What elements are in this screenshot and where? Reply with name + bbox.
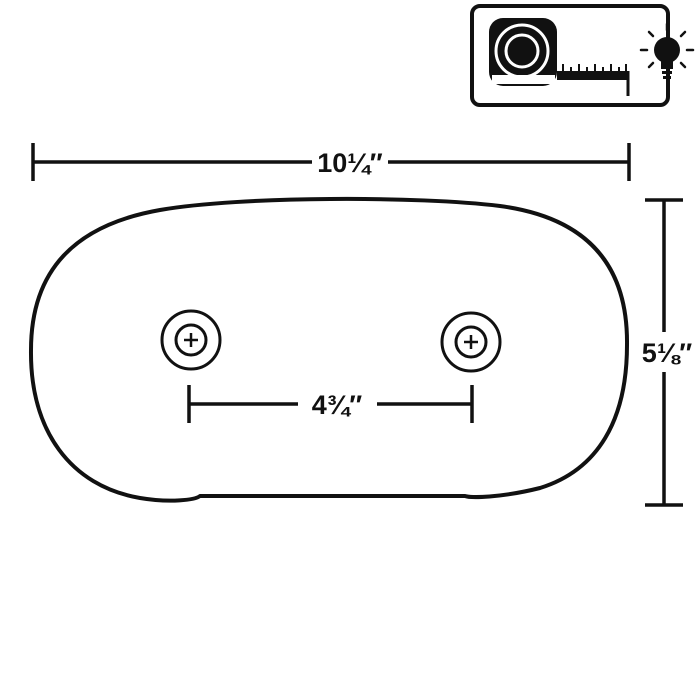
measurement-badge — [470, 4, 695, 107]
width-dimension — [31, 143, 631, 181]
width-label: 10¼″ — [317, 148, 383, 178]
right-mounting-hole-icon — [440, 311, 502, 373]
hole-spacing-label: 4¾″ — [312, 390, 363, 420]
light-bulb-icon — [639, 22, 695, 79]
left-mounting-hole-icon — [160, 309, 222, 371]
hole-spacing-dimension — [187, 385, 474, 423]
height-label: 5⅛″ — [642, 338, 693, 368]
tape-measure-icon — [489, 18, 630, 96]
plate-outline — [28, 196, 630, 503]
height-dimension — [645, 198, 683, 507]
